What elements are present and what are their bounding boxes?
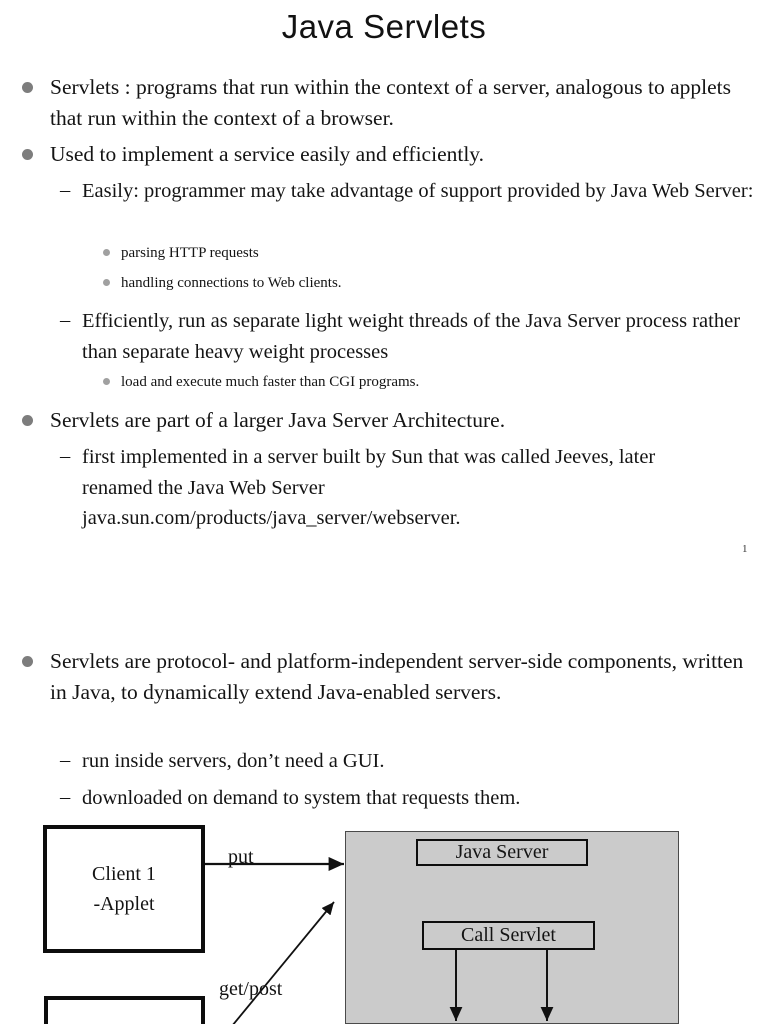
bullet-marker-icon	[22, 82, 33, 93]
bullet-item: Used to implement a service easily and e…	[22, 139, 752, 170]
client-2-box	[44, 996, 205, 1024]
getpost-label: get/post	[219, 978, 283, 1000]
bullet-item: Servlets : programs that run within the …	[22, 72, 752, 134]
bullet-item: Servlets are part of a larger Java Serve…	[22, 405, 752, 436]
diagram-arrows	[205, 856, 554, 1024]
client-1-line-1: Client 1	[92, 863, 156, 885]
bullet-text: run inside servers, don’t need a GUI.	[82, 750, 385, 772]
client-1-line-2: -Applet	[93, 893, 155, 915]
bullet-item: – Easily: programmer may take advantage …	[60, 176, 760, 207]
bullet-item: load and execute much faster than CGI pr…	[103, 371, 743, 393]
dash-marker-icon: –	[60, 786, 71, 808]
bullet-item: – downloaded on demand to system that re…	[60, 783, 760, 814]
put-label: put	[228, 846, 254, 868]
bullet-item: handling connections to Web clients.	[103, 272, 743, 294]
bullet-item: parsing HTTP requests	[103, 242, 743, 264]
bullet-text: handling connections to Web clients.	[121, 275, 342, 291]
call-servlet-label: Call Servlet	[461, 924, 556, 946]
dash-marker-icon: –	[60, 179, 71, 201]
dash-marker-icon: –	[60, 749, 71, 771]
bullet-text: Servlets : programs that run within the …	[50, 75, 731, 130]
bullet-marker-icon	[22, 656, 33, 667]
getpost-arrow	[232, 901, 335, 1024]
page-number: 1	[742, 543, 748, 555]
servlet-architecture-diagram: Java Server Call Servlet Client 1 -Apple…	[0, 810, 768, 1024]
bullet-text: load and execute much faster than CGI pr…	[121, 374, 420, 390]
dash-marker-icon: –	[60, 309, 71, 331]
bullet-text: parsing HTTP requests	[121, 245, 259, 261]
bullet-marker-icon	[103, 279, 110, 286]
bullet-text: Servlets are part of a larger Java Serve…	[50, 408, 506, 432]
call-servlet-box: Call Servlet	[422, 921, 595, 950]
bullet-text: Easily: programmer may take advantage of…	[82, 180, 754, 202]
java-server-label: Java Server	[455, 841, 549, 863]
page-title: Java Servlets	[281, 8, 487, 45]
bullet-marker-icon	[103, 378, 110, 385]
bullet-text: Servlets are protocol- and platform-inde…	[50, 649, 744, 704]
bullet-text: Used to implement a service easily and e…	[50, 142, 485, 166]
bullet-item: – first implemented in a server built by…	[60, 442, 680, 534]
bullet-text: first implemented in a server built by S…	[82, 446, 656, 529]
java-server-label-box: Java Server	[416, 839, 588, 866]
bullet-item: – run inside servers, don’t need a GUI.	[60, 746, 760, 777]
bullet-item: Servlets are protocol- and platform-inde…	[22, 646, 752, 708]
client-1-box: Client 1 -Applet	[43, 825, 205, 953]
bullet-marker-icon	[22, 415, 33, 426]
bullet-marker-icon	[22, 149, 33, 160]
bullet-text: downloaded on demand to system that requ…	[82, 787, 521, 809]
dash-marker-icon: –	[60, 445, 71, 467]
bullet-text: Efficiently, run as separate light weigh…	[82, 310, 741, 363]
bullet-marker-icon	[103, 249, 110, 256]
bullet-item: – Efficiently, run as separate light wei…	[60, 306, 760, 367]
